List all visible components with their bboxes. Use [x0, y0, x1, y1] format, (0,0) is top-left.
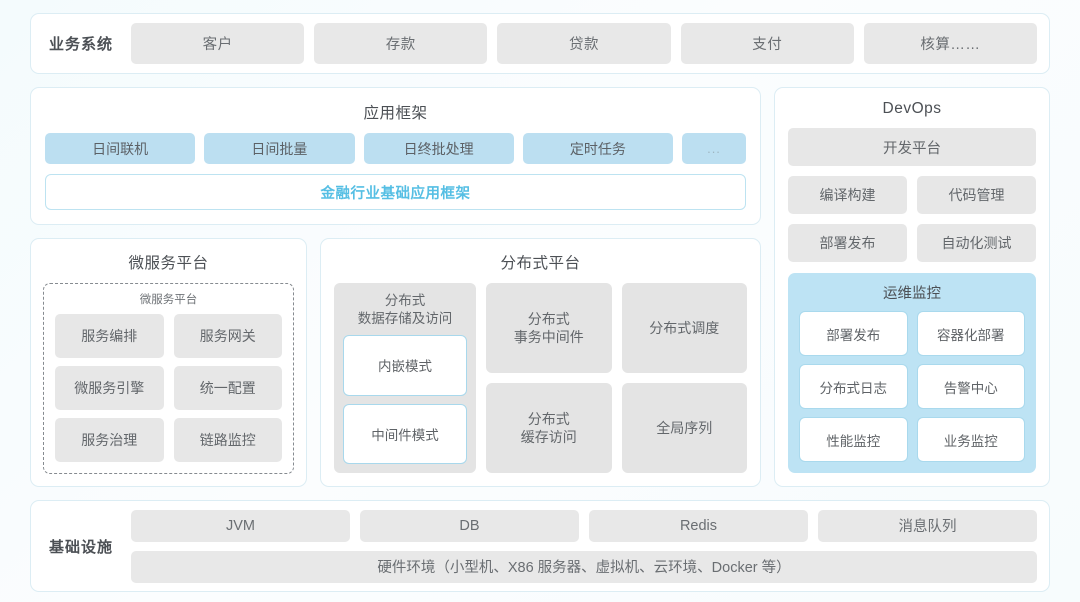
platforms-row: 微服务平台 微服务平台 服务编排 服务网关 微服务引擎 统一配置 服务治理 链路… — [30, 238, 761, 487]
business-system-item[interactable]: 贷款 — [497, 23, 671, 64]
infrastructure-content: JVM DB Redis 消息队列 硬件环境（小型机、X86 服务器、虚拟机、云… — [131, 509, 1037, 583]
distributed-item[interactable]: 分布式 事务中间件 — [486, 283, 612, 373]
microservice-platform-panel: 微服务平台 微服务平台 服务编排 服务网关 微服务引擎 统一配置 服务治理 链路… — [30, 238, 307, 487]
application-framework-cells: 日间联机 日间批量 日终批处理 定时任务 ... — [45, 133, 746, 164]
microservice-grid: 服务编排 服务网关 微服务引擎 统一配置 服务治理 链路监控 — [55, 314, 282, 462]
microservice-item[interactable]: 统一配置 — [173, 366, 282, 410]
distributed-item[interactable]: 全局序列 — [621, 383, 747, 473]
ops-monitor-item[interactable]: 业务监控 — [916, 417, 1025, 462]
application-framework-item[interactable]: 日间批量 — [204, 133, 355, 164]
devops-item[interactable]: 编译构建 — [788, 176, 907, 214]
distributed-storage-title-line2: 数据存储及访问 — [357, 310, 453, 326]
application-framework-item[interactable]: 日终批处理 — [363, 133, 514, 164]
microservice-item[interactable]: 服务治理 — [55, 418, 164, 462]
distributed-item-line1: 分布式 — [527, 410, 570, 427]
distributed-item-text: 分布式 事务中间件 — [514, 310, 584, 347]
devops-title: DevOps — [882, 100, 942, 117]
hardware-environment-bar[interactable]: 硬件环境（小型机、X86 服务器、虚拟机、云环境、Docker 等） — [131, 550, 1037, 583]
ops-monitor-item[interactable]: 分布式日志 — [799, 364, 908, 409]
devops-item[interactable]: 代码管理 — [917, 176, 1036, 214]
ops-monitor-item[interactable]: 性能监控 — [799, 417, 908, 462]
devops-column: DevOps 开发平台 编译构建 代码管理 部署发布 自动化测试 运维监控 部署… — [774, 87, 1050, 487]
distributed-item[interactable]: 分布式 缓存访问 — [486, 383, 612, 473]
distributed-grid: 分布式 事务中间件 分布式调度 分布式 缓存访问 — [486, 283, 747, 473]
business-system-item[interactable]: 核算…… — [863, 23, 1038, 64]
business-system-item[interactable]: 支付 — [680, 23, 854, 64]
application-framework-item[interactable]: 定时任务 — [522, 133, 673, 164]
application-framework-item[interactable]: 日间联机 — [45, 133, 196, 164]
devops-item[interactable]: 部署发布 — [788, 224, 907, 262]
ops-monitor-title: 运维监控 — [883, 286, 941, 302]
business-systems-cells: 客户 存款 贷款 支付 核算…… — [131, 23, 1038, 64]
distributed-item-text: 分布式 缓存访问 — [521, 410, 577, 447]
distributed-storage-mode[interactable]: 内嵌模式 — [343, 335, 467, 396]
infrastructure-item[interactable]: DB — [360, 509, 579, 542]
microservice-inner-title: 微服务平台 — [139, 294, 198, 306]
microservice-item[interactable]: 服务编排 — [55, 314, 164, 358]
devops-item[interactable]: 自动化测试 — [917, 224, 1036, 262]
distributed-platform-title: 分布式平台 — [500, 255, 581, 272]
microservice-platform-title: 微服务平台 — [128, 255, 209, 272]
distributed-storage-title-line1: 分布式 — [384, 293, 426, 308]
devops-platform-item[interactable]: 开发平台 — [788, 128, 1036, 166]
distributed-storage-title: 分布式 数据存储及访问 — [343, 292, 467, 335]
microservice-inner-box: 微服务平台 服务编排 服务网关 微服务引擎 统一配置 服务治理 链路监控 — [43, 283, 294, 474]
distributed-item-line2: 缓存访问 — [520, 429, 577, 445]
devops-panel: DevOps 开发平台 编译构建 代码管理 部署发布 自动化测试 运维监控 部署… — [774, 87, 1050, 487]
infrastructure-label: 基础设施 — [48, 538, 113, 556]
application-framework-panel: 应用框架 日间联机 日间批量 日终批处理 定时任务 ... 金融行业基础应用框架 — [30, 87, 761, 225]
distributed-item-line2: 事务中间件 — [513, 329, 584, 345]
business-system-item[interactable]: 存款 — [314, 23, 488, 64]
business-systems-label: 业务系统 — [48, 36, 113, 53]
microservice-item[interactable]: 链路监控 — [173, 418, 282, 462]
ops-monitor-item[interactable]: 告警中心 — [916, 364, 1025, 409]
base-application-framework-bar[interactable]: 金融行业基础应用框架 — [45, 174, 746, 210]
middle-left-column: 应用框架 日间联机 日间批量 日终批处理 定时任务 ... 金融行业基础应用框架… — [30, 87, 761, 487]
ops-monitor-box: 运维监控 部署发布 容器化部署 分布式日志 告警中心 性能监控 业务监控 — [788, 273, 1036, 473]
infrastructure-items-row: JVM DB Redis 消息队列 — [131, 509, 1037, 542]
infrastructure-item[interactable]: 消息队列 — [818, 509, 1037, 542]
business-system-item[interactable]: 客户 — [131, 23, 305, 64]
infrastructure-panel: 基础设施 JVM DB Redis 消息队列 硬件环境（小型机、X86 服务器、… — [30, 500, 1050, 592]
ops-monitor-item[interactable]: 容器化部署 — [916, 311, 1025, 356]
middle-region: 应用框架 日间联机 日间批量 日终批处理 定时任务 ... 金融行业基础应用框架… — [30, 87, 1050, 487]
distributed-item-text: 分布式调度 — [649, 319, 720, 336]
microservice-item[interactable]: 服务网关 — [173, 314, 282, 358]
distributed-storage-mode[interactable]: 中间件模式 — [343, 403, 467, 464]
distributed-item-line1: 分布式 — [527, 310, 570, 327]
distributed-platform-body: 分布式 数据存储及访问 内嵌模式 中间件模式 分布式 事务中间件 — [334, 283, 747, 473]
application-framework-title: 应用框架 — [363, 105, 428, 122]
ops-monitor-grid: 部署发布 容器化部署 分布式日志 告警中心 性能监控 业务监控 — [799, 311, 1025, 462]
distributed-platform-panel: 分布式平台 分布式 数据存储及访问 内嵌模式 中间件模式 — [320, 238, 761, 487]
infrastructure-item[interactable]: JVM — [131, 509, 350, 542]
business-systems-panel: 业务系统 客户 存款 贷款 支付 核算…… — [30, 13, 1050, 74]
devops-grid: 编译构建 代码管理 部署发布 自动化测试 — [788, 176, 1036, 262]
microservice-item[interactable]: 微服务引擎 — [55, 366, 164, 410]
distributed-storage-card[interactable]: 分布式 数据存储及访问 内嵌模式 中间件模式 — [334, 283, 476, 473]
infrastructure-item[interactable]: Redis — [589, 509, 808, 542]
distributed-item[interactable]: 分布式调度 — [621, 283, 747, 373]
ops-monitor-item[interactable]: 部署发布 — [799, 311, 908, 356]
distributed-item-text: 全局序列 — [656, 419, 713, 436]
application-framework-more[interactable]: ... — [682, 133, 746, 164]
